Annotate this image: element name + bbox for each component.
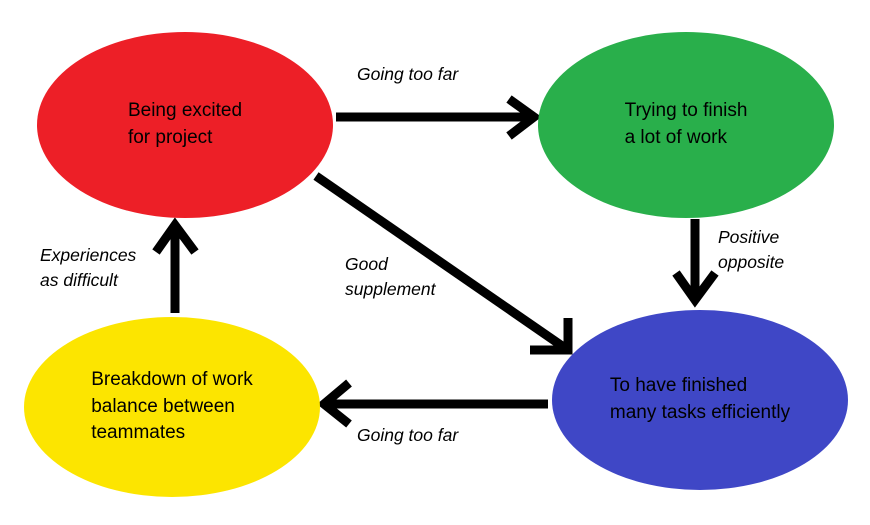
edge-label-positive-opposite: Positive opposite <box>718 227 785 273</box>
edge-excited-to-finished-efficiently <box>313 172 573 355</box>
edge-label-going-too-far-bottom: Going too far <box>357 425 459 445</box>
node-finished-efficiently[interactable]: To have finished many tasks efficiently <box>552 310 848 490</box>
node-breakdown-label: Breakdown of work balance between teamma… <box>91 368 253 444</box>
edge-line <box>313 172 568 352</box>
node-excited-label: Being excited for project <box>127 100 243 148</box>
edge-label-experiences-as-difficult: Experiences as difficult <box>40 245 137 291</box>
edge-label-going-too-far-top: Going too far <box>357 64 459 84</box>
arrowhead-up-icon <box>152 217 199 255</box>
node-excited[interactable]: Being excited for project <box>37 32 333 218</box>
edge-finish-lots-to-finished-efficiently <box>672 219 719 308</box>
node-breakdown[interactable]: Breakdown of work balance between teamma… <box>24 317 320 497</box>
arrowhead-down-icon <box>672 270 719 308</box>
arrowhead-left-icon <box>316 379 352 428</box>
edge-finished-efficiently-to-breakdown <box>316 379 548 428</box>
edge-label-good-supplement: Good supplement <box>345 254 436 300</box>
edge-breakdown-to-excited <box>152 217 199 313</box>
arrowhead-right-icon <box>506 95 542 140</box>
arrowhead-downright-icon <box>530 318 573 355</box>
edge-excited-to-finish-lots <box>336 95 542 140</box>
node-finish-lots-label: Trying to finish a lot of work <box>624 100 748 148</box>
node-finished-efficiently-label: To have finished many tasks efficiently <box>609 375 791 423</box>
node-finish-lots[interactable]: Trying to finish a lot of work <box>538 32 834 218</box>
